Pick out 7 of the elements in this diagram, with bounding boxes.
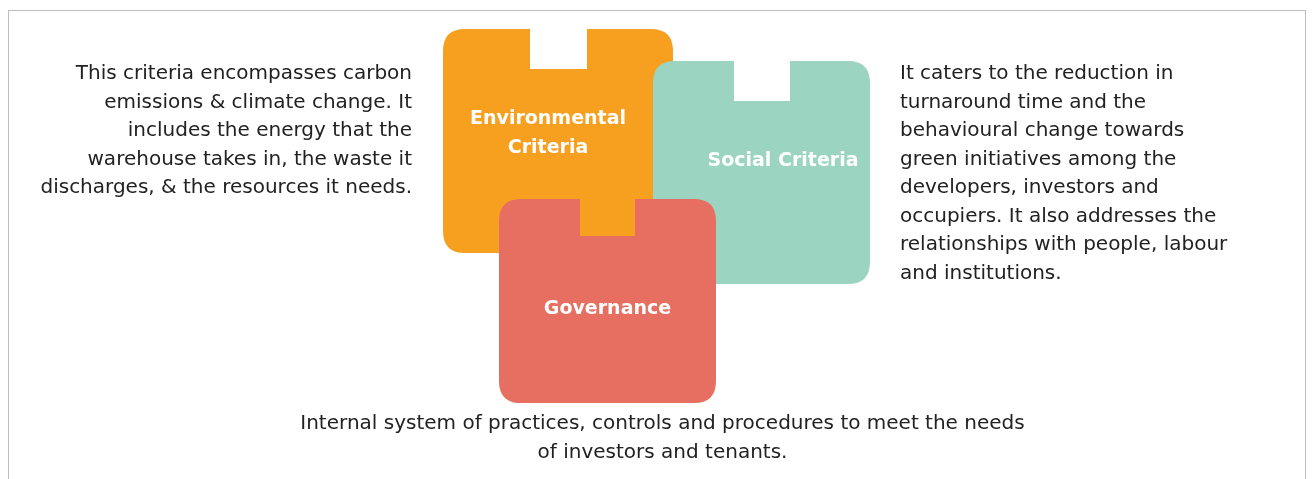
notched-card (499, 199, 716, 403)
description-text: Internal system of practices, controls and procedures to meet the needs of investors and tenants. (300, 409, 1025, 465)
card-title: Governance (542, 295, 673, 320)
card-title: Social Criteria (706, 147, 860, 172)
description-text: This criteria encompasses carbon emissions & climate change. It includes the energy that the warehouse takes in, the waste it discharges, & the resources it needs. (39, 59, 412, 200)
description-text: It caters to the reduction in turnaround time and the behavioural change towards green initiatives among the developers, investors and occupiers. It also addresses the relationships with people, labour and institutions. (900, 59, 1229, 286)
card-title: Environmental Criteria (469, 105, 627, 159)
